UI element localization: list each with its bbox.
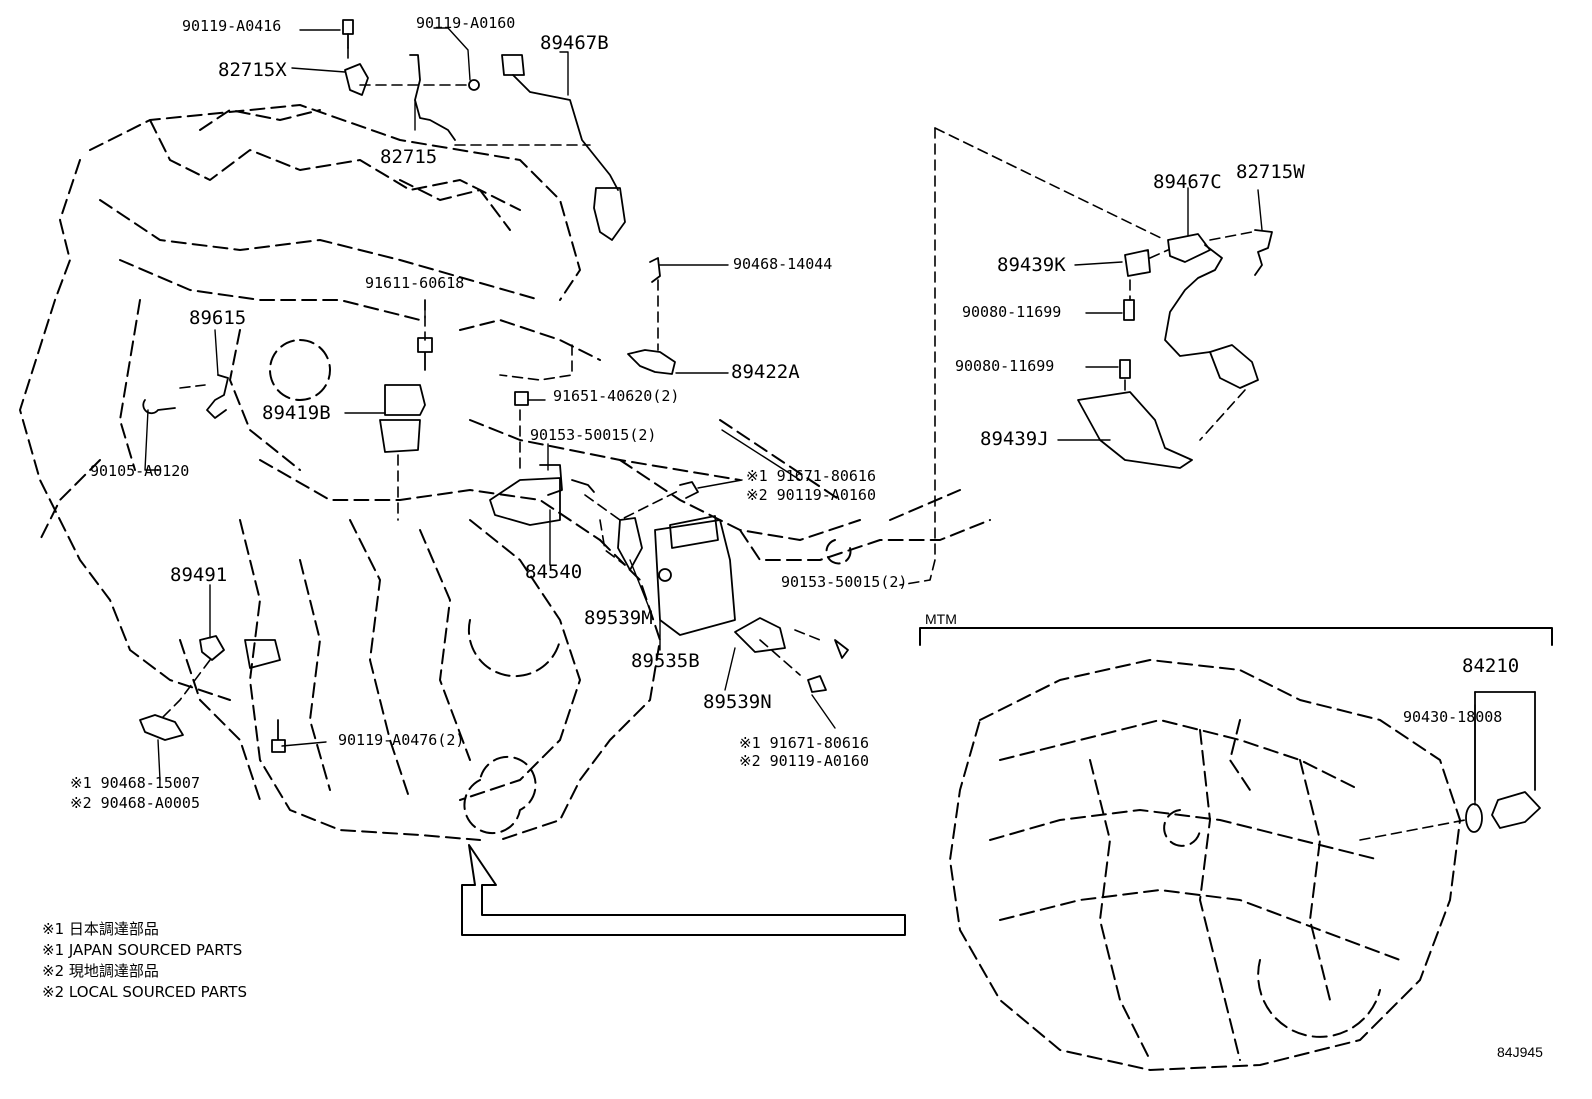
label-91651-40620[interactable]: 91651-40620(2) bbox=[553, 387, 680, 405]
label-89467C[interactable]: 89467C bbox=[1153, 171, 1222, 193]
label-90153-50015-b[interactable]: 90153-50015(2) bbox=[781, 573, 908, 591]
pointer-arrow bbox=[461, 844, 906, 936]
section-label-mtm: MTM bbox=[925, 611, 957, 627]
label-89439K[interactable]: 89439K bbox=[997, 254, 1066, 276]
label-90468-A0005[interactable]: ※2 90468-A0005 bbox=[70, 794, 200, 812]
label-90119-A0416[interactable]: 90119-A0416 bbox=[182, 17, 282, 35]
label-89615[interactable]: 89615 bbox=[189, 307, 247, 329]
label-89467B[interactable]: 89467B bbox=[540, 32, 609, 54]
lower-left-dashes bbox=[159, 659, 211, 721]
diagram-code: 84J945 bbox=[1497, 1044, 1543, 1060]
label-82715W[interactable]: 82715W bbox=[1236, 161, 1305, 183]
mtm-leader-dash bbox=[1359, 819, 1466, 841]
label-90119-A0160-b[interactable]: ※2 90119-A0160 bbox=[739, 752, 869, 770]
label-89535B[interactable]: 89535B bbox=[631, 650, 700, 672]
mtm-transmission bbox=[949, 659, 1461, 1071]
label-90080-11699-a[interactable]: 90080-11699 bbox=[962, 303, 1062, 321]
detail-inset-dashes bbox=[1124, 231, 1253, 441]
label-91611-60618[interactable]: 91611-60618 bbox=[365, 274, 465, 292]
label-84540[interactable]: 84540 bbox=[525, 561, 583, 583]
center-leader-dashes bbox=[179, 279, 821, 676]
legend-note-3: ※2 現地調達部品 bbox=[42, 962, 159, 980]
label-89439J[interactable]: 89439J bbox=[980, 428, 1049, 450]
lower-left-parts bbox=[139, 635, 286, 753]
top-leader-dashes bbox=[347, 47, 591, 146]
label-90468-14044[interactable]: 90468-14044 bbox=[733, 255, 833, 273]
detail-callout-lines bbox=[899, 127, 1166, 586]
detail-inset-parts bbox=[1077, 229, 1273, 469]
label-90080-11699-b[interactable]: 90080-11699 bbox=[955, 357, 1055, 375]
label-82715[interactable]: 82715 bbox=[380, 146, 438, 168]
label-82715X[interactable]: 82715X bbox=[218, 59, 287, 81]
label-90153-50015-a[interactable]: 90153-50015(2) bbox=[530, 426, 657, 444]
center-sensor-parts bbox=[142, 257, 699, 526]
label-90105-A0120[interactable]: 90105-A0120 bbox=[90, 462, 190, 480]
label-89419B[interactable]: 89419B bbox=[262, 402, 331, 424]
label-91671-80616-a[interactable]: ※1 91671-80616 bbox=[746, 467, 876, 485]
label-90430-18008[interactable]: 90430-18008 bbox=[1403, 708, 1503, 726]
legend-note-2: ※1 JAPAN SOURCED PARTS bbox=[42, 941, 243, 959]
legend-note-4: ※2 LOCAL SOURCED PARTS bbox=[42, 983, 247, 1001]
label-89422A[interactable]: 89422A bbox=[731, 361, 800, 383]
label-89539M[interactable]: 89539M bbox=[584, 607, 653, 629]
label-90468-15007[interactable]: ※1 90468-15007 bbox=[70, 774, 200, 792]
legend-note-1: ※1 日本調達部品 bbox=[42, 920, 159, 938]
label-90119-A0476[interactable]: 90119-A0476(2) bbox=[338, 731, 465, 749]
mtm-bracket bbox=[919, 627, 1553, 646]
label-90119-A0160-a[interactable]: ※2 90119-A0160 bbox=[746, 486, 876, 504]
engine-assembly bbox=[19, 104, 991, 841]
label-84210[interactable]: 84210 bbox=[1462, 655, 1520, 677]
label-89539N[interactable]: 89539N bbox=[703, 691, 772, 713]
label-89491[interactable]: 89491 bbox=[170, 564, 228, 586]
label-90119-A0160-top[interactable]: 90119-A0160 bbox=[416, 14, 516, 32]
top-sensor-parts bbox=[342, 19, 626, 241]
leader-lines bbox=[144, 27, 1476, 806]
label-91671-80616-b[interactable]: ※1 91671-80616 bbox=[739, 734, 869, 752]
